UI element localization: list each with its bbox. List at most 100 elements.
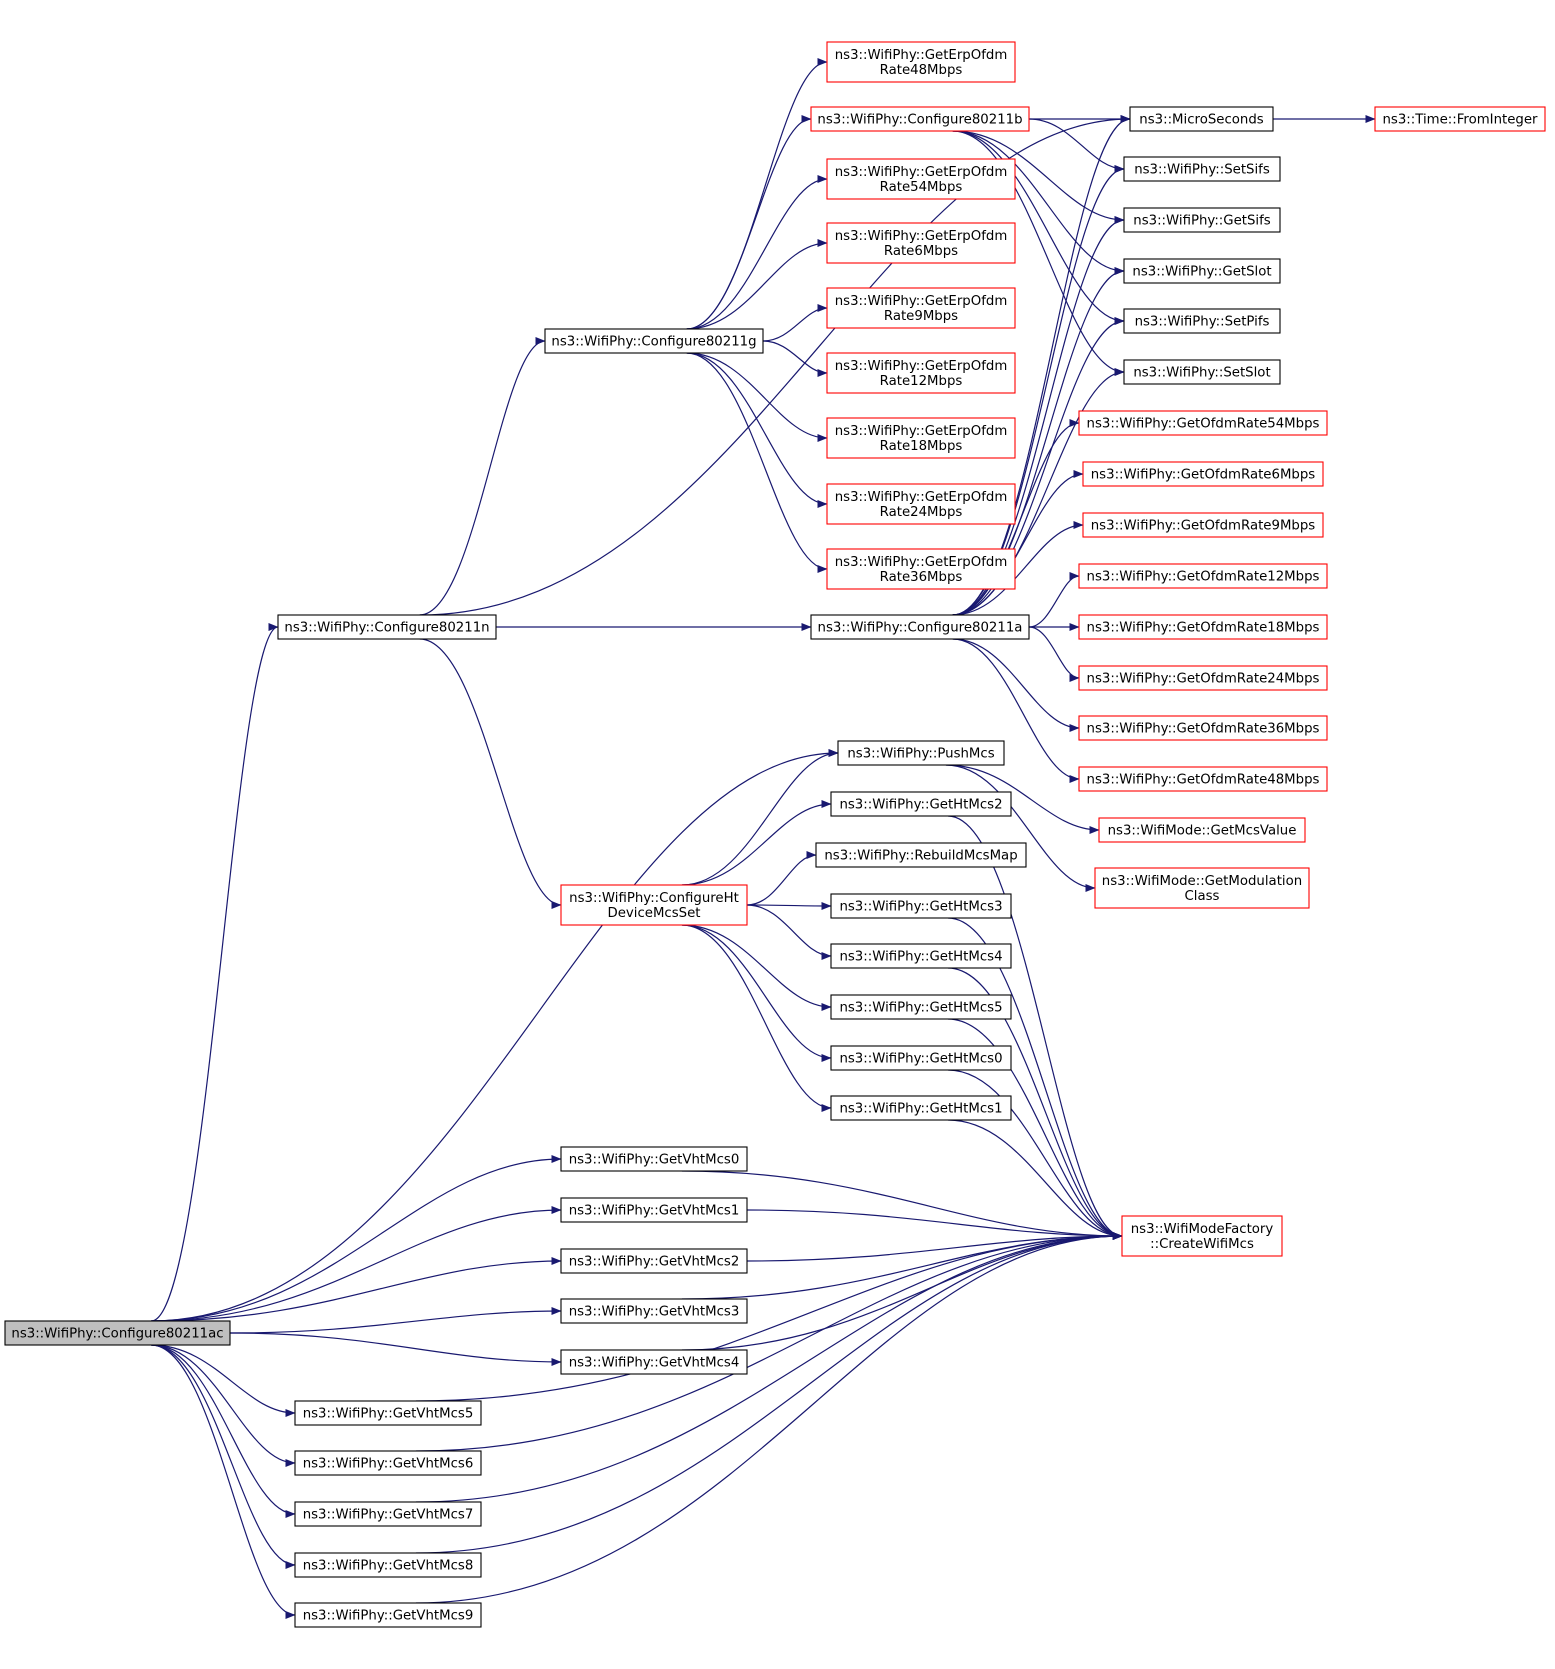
node-label: ns3::WifiMode::GetMcsValue — [1108, 824, 1297, 839]
edge-configure80211g-to-get-erp-ofdm-rate9 — [762, 304, 828, 342]
edge-get-ht-mcs1-to-create-wifi-mcs — [947, 1119, 1123, 1240]
node-get-ofdm-rate12[interactable]: ns3::WifiPhy::GetOfdmRate12Mbps — [1078, 563, 1328, 589]
node-box — [1121, 1215, 1283, 1257]
node-get-ofdm-rate18[interactable]: ns3::WifiPhy::GetOfdmRate18Mbps — [1078, 614, 1328, 640]
edge-configure80211ac-to-get-vht-mcs5 — [151, 1344, 296, 1417]
node-label: ns3::WifiPhy::GetHtMcs2 — [839, 798, 1002, 813]
node-label: ns3::WifiPhy::Configure80211a — [818, 621, 1023, 636]
edge-configure80211ac-to-configure80211n — [151, 623, 279, 1322]
node-label: ns3::WifiPhy::GetErpOfdm — [835, 555, 1008, 570]
node-configure80211ac[interactable]: ns3::WifiPhy::Configure80211ac — [4, 1320, 231, 1346]
node-get-slot[interactable]: ns3::WifiPhy::GetSlot — [1123, 258, 1281, 284]
node-label: ns3::WifiPhy::GetOfdmRate24Mbps — [1087, 672, 1320, 687]
node-box — [1123, 258, 1281, 284]
node-label: ::CreateWifiMcs — [1150, 1237, 1254, 1252]
edge-configure-ht-device-mcs-set-to-get-ht-mcs3 — [746, 901, 832, 910]
node-label: ns3::WifiPhy::SetPifs — [1135, 315, 1270, 330]
node-label: ns3::MicroSeconds — [1139, 113, 1263, 128]
node-box — [1078, 563, 1328, 589]
node-get-vht-mcs5[interactable]: ns3::WifiPhy::GetVhtMcs5 — [294, 1400, 482, 1426]
node-label: ns3::WifiPhy::GetHtMcs0 — [839, 1052, 1002, 1067]
node-label: ns3::WifiPhy::GetErpOfdm — [835, 490, 1008, 505]
edge-configure80211ac-to-get-vht-mcs1 — [151, 1206, 562, 1322]
node-label: Rate18Mbps — [880, 439, 963, 454]
edge-configure80211ac-to-get-vht-mcs4 — [229, 1332, 562, 1366]
node-label: ns3::WifiPhy::GetErpOfdm — [835, 424, 1008, 439]
node-get-ofdm-rate6[interactable]: ns3::WifiPhy::GetOfdmRate6Mbps — [1082, 461, 1324, 487]
node-get-vht-mcs2[interactable]: ns3::WifiPhy::GetVhtMcs2 — [560, 1248, 748, 1274]
node-get-ht-mcs4[interactable]: ns3::WifiPhy::GetHtMcs4 — [830, 943, 1012, 969]
node-label: ns3::WifiPhy::RebuildMcsMap — [824, 849, 1017, 864]
edge-configure80211a-to-get-ofdm-rate48 — [952, 638, 1080, 783]
node-set-pifs[interactable]: ns3::WifiPhy::SetPifs — [1123, 308, 1281, 334]
node-box — [830, 791, 1012, 817]
node-micro-seconds[interactable]: ns3::MicroSeconds — [1129, 106, 1274, 132]
node-get-ht-mcs0[interactable]: ns3::WifiPhy::GetHtMcs0 — [830, 1045, 1012, 1071]
node-get-ofdm-rate24[interactable]: ns3::WifiPhy::GetOfdmRate24Mbps — [1078, 665, 1328, 691]
node-get-ht-mcs2[interactable]: ns3::WifiPhy::GetHtMcs2 — [830, 791, 1012, 817]
node-set-slot[interactable]: ns3::WifiPhy::SetSlot — [1123, 359, 1281, 385]
edge-get-vht-mcs5-to-create-wifi-mcs — [415, 1232, 1123, 1402]
edge-layer — [151, 58, 1376, 1619]
node-label: ns3::WifiPhy::GetVhtMcs5 — [303, 1407, 474, 1422]
node-box — [1123, 207, 1281, 233]
node-get-vht-mcs9[interactable]: ns3::WifiPhy::GetVhtMcs9 — [294, 1602, 482, 1628]
edge-configure80211b-to-set-slot — [952, 130, 1125, 376]
node-get-sifs[interactable]: ns3::WifiPhy::GetSifs — [1123, 207, 1281, 233]
node-time-from-integer[interactable]: ns3::Time::FromInteger — [1374, 106, 1546, 132]
node-get-ofdm-rate9[interactable]: ns3::WifiPhy::GetOfdmRate9Mbps — [1082, 512, 1324, 538]
node-label: ns3::WifiPhy::GetVhtMcs8 — [303, 1559, 474, 1574]
edge-configure80211a-to-get-ofdm-rate12 — [1028, 572, 1080, 628]
node-box — [294, 1602, 482, 1628]
node-label: ns3::WifiPhy::GetVhtMcs9 — [303, 1609, 474, 1624]
node-get-vht-mcs8[interactable]: ns3::WifiPhy::GetVhtMcs8 — [294, 1552, 482, 1578]
edge-configure-ht-device-mcs-set-to-get-ht-mcs4 — [746, 904, 832, 960]
edge-configure80211a-to-get-ofdm-rate6 — [952, 470, 1084, 616]
edge-configure-ht-device-mcs-set-to-push-mcs — [681, 749, 839, 886]
node-configure80211g[interactable]: ns3::WifiPhy::Configure80211g — [544, 328, 764, 354]
node-get-vht-mcs0[interactable]: ns3::WifiPhy::GetVhtMcs0 — [560, 1146, 748, 1172]
node-configure80211a[interactable]: ns3::WifiPhy::Configure80211a — [810, 614, 1030, 640]
node-create-wifi-mcs[interactable]: ns3::WifiModeFactory::CreateWifiMcs — [1121, 1215, 1283, 1257]
node-get-vht-mcs7[interactable]: ns3::WifiPhy::GetVhtMcs7 — [294, 1501, 482, 1527]
node-label: ns3::WifiPhy::GetErpOfdm — [835, 48, 1008, 63]
node-label: ns3::WifiPhy::Configure80211ac — [11, 1327, 223, 1342]
node-get-ht-mcs3[interactable]: ns3::WifiPhy::GetHtMcs3 — [830, 893, 1012, 919]
node-label: ns3::WifiPhy::Configure80211b — [817, 113, 1022, 128]
node-box — [826, 548, 1016, 590]
node-configure80211b[interactable]: ns3::WifiPhy::Configure80211b — [810, 106, 1030, 132]
node-get-vht-mcs3[interactable]: ns3::WifiPhy::GetVhtMcs3 — [560, 1298, 748, 1324]
edge-configure80211a-to-get-ofdm-rate24 — [1028, 626, 1080, 682]
node-get-ht-mcs5[interactable]: ns3::WifiPhy::GetHtMcs5 — [830, 994, 1012, 1020]
node-set-sifs[interactable]: ns3::WifiPhy::SetSifs — [1123, 156, 1281, 182]
node-get-vht-mcs4[interactable]: ns3::WifiPhy::GetVhtMcs4 — [560, 1349, 748, 1375]
node-label: Rate48Mbps — [880, 63, 963, 78]
node-get-vht-mcs1[interactable]: ns3::WifiPhy::GetVhtMcs1 — [560, 1197, 748, 1223]
edge-get-vht-mcs8-to-create-wifi-mcs — [415, 1232, 1123, 1554]
node-get-ofdm-rate54[interactable]: ns3::WifiPhy::GetOfdmRate54Mbps — [1078, 410, 1328, 436]
node-push-mcs[interactable]: ns3::WifiPhy::PushMcs — [837, 740, 1005, 766]
node-get-mcs-value[interactable]: ns3::WifiMode::GetMcsValue — [1098, 817, 1306, 843]
node-box — [810, 106, 1030, 132]
node-label: ns3::WifiPhy::GetOfdmRate54Mbps — [1087, 417, 1320, 432]
node-get-vht-mcs6[interactable]: ns3::WifiPhy::GetVhtMcs6 — [294, 1450, 482, 1476]
node-label: Rate6Mbps — [884, 244, 958, 259]
node-configure80211n[interactable]: ns3::WifiPhy::Configure80211n — [277, 614, 497, 640]
node-label: ns3::WifiPhy::Configure80211n — [284, 621, 489, 636]
edge-push-mcs-to-get-modulation-class — [945, 764, 1096, 892]
node-get-ofdm-rate48[interactable]: ns3::WifiPhy::GetOfdmRate48Mbps — [1078, 766, 1328, 792]
node-get-ht-mcs1[interactable]: ns3::WifiPhy::GetHtMcs1 — [830, 1095, 1012, 1121]
node-box — [1078, 410, 1328, 436]
node-rebuild-mcs-map[interactable]: ns3::WifiPhy::RebuildMcsMap — [815, 842, 1027, 868]
node-get-ofdm-rate36[interactable]: ns3::WifiPhy::GetOfdmRate36Mbps — [1078, 715, 1328, 741]
